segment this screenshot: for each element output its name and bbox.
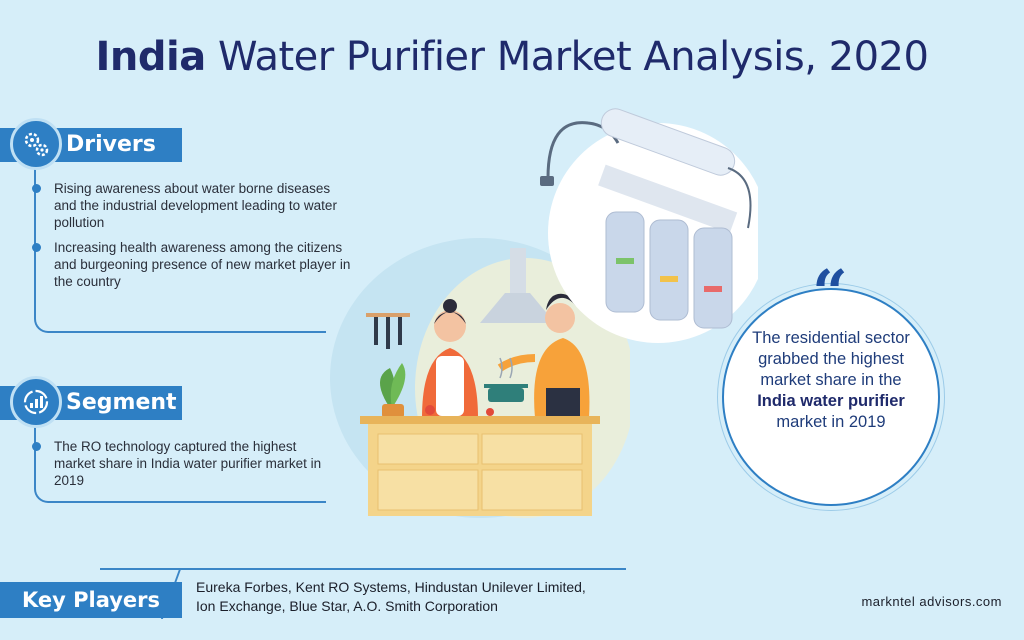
list-item: Increasing health awareness among the ci… xyxy=(32,239,354,290)
quote-line1: The residential sector grabbed the highe… xyxy=(752,329,910,389)
key-players-text: Eureka Forbes, Kent RO Systems, Hindusta… xyxy=(196,578,636,616)
quote-circle xyxy=(722,288,940,506)
segment-bracket xyxy=(34,418,326,503)
key-players-line2: Ion Exchange, Blue Star, A.O. Smith Corp… xyxy=(196,598,498,614)
chart-gauge-icon xyxy=(10,376,62,428)
gears-icon xyxy=(10,118,62,170)
title-rest: Water Purifier Market Analysis, 2020 xyxy=(205,34,929,80)
quote-text: The residential sector grabbed the highe… xyxy=(742,328,920,433)
key-players-label: Key Players xyxy=(0,582,182,618)
brand-url: markntel advisors.com xyxy=(861,594,1002,609)
key-players-line xyxy=(100,568,626,570)
quote-line2: market in 2019 xyxy=(776,413,886,431)
title-bold: India xyxy=(95,34,207,80)
drivers-heading-text: Drivers xyxy=(66,132,156,157)
water-purifier-illustration xyxy=(540,108,758,343)
segment-heading-text: Segment xyxy=(66,390,177,415)
list-item: Rising awareness about water borne disea… xyxy=(32,180,354,231)
quote-icon: “ xyxy=(812,256,848,329)
segment-list: The RO technology captured the highest m… xyxy=(32,438,324,497)
drivers-list: Rising awareness about water borne disea… xyxy=(32,180,354,298)
kitchen-illustration xyxy=(330,238,630,518)
list-item: The RO technology captured the highest m… xyxy=(32,438,324,489)
page-title: India Water Purifier Market Analysis, 20… xyxy=(0,34,1024,80)
quote-bold: India water purifier xyxy=(757,392,905,410)
key-players-line1: Eureka Forbes, Kent RO Systems, Hindusta… xyxy=(196,579,586,595)
